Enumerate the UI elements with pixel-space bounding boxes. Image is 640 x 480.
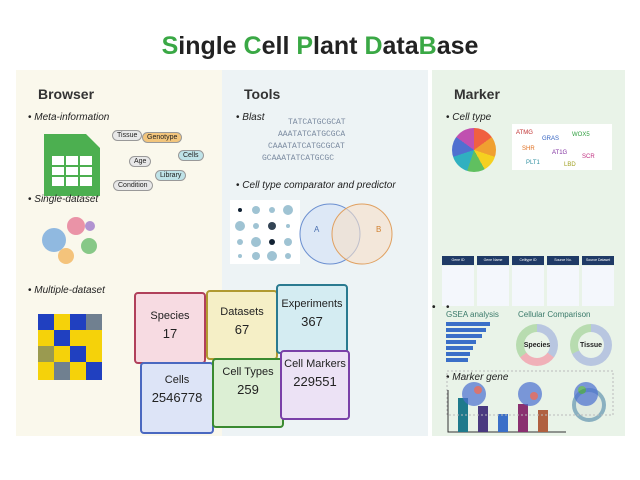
table-column [547, 266, 579, 306]
svg-text:ATMG: ATMG [516, 130, 533, 136]
table-column [442, 266, 474, 306]
sunburst-chart-icon [452, 128, 496, 172]
title-part: ase [436, 32, 479, 60]
tag-cells: Cells [178, 150, 204, 161]
sequence-alignment-icon: TATCATGCGCAT AAATATCATGCGCA CAAATATCATGCGC… [262, 118, 346, 163]
svg-text:GCAAATATCATGCGC: GCAAATATCATGCGC [262, 154, 334, 163]
donut-label: Tissue [578, 332, 604, 358]
svg-text:GRAS: GRAS [542, 136, 559, 142]
svg-text:PLT1: PLT1 [526, 160, 541, 166]
tag-library: Library [155, 170, 187, 181]
stat-experiments: Experiments 367 [276, 284, 348, 354]
stat-value: 17 [162, 326, 178, 341]
title-part: C [243, 32, 262, 60]
spreadsheet-icon [44, 134, 100, 196]
title-part: ell [261, 32, 297, 60]
title-part: D [364, 32, 383, 60]
tag-condition: Condition [113, 180, 153, 191]
table-column [477, 266, 509, 306]
tag-tissue: Tissue [112, 130, 143, 141]
table-header-celltype-id: Celltype ID [512, 256, 544, 265]
tag-genotype: Genotype [142, 132, 183, 143]
title-part: lant [313, 32, 365, 60]
stat-label: Cell Markers [284, 358, 346, 370]
umap-plot-icon [42, 217, 97, 264]
svg-text:TATCATGCGCAT: TATCATGCGCAT [288, 118, 346, 127]
title-part: S [161, 32, 179, 60]
svg-text:AT1G: AT1G [552, 150, 568, 156]
svg-text:WOX5: WOX5 [572, 132, 590, 138]
marker-umap-plots [446, 370, 614, 416]
marker-title: Marker [454, 86, 500, 102]
stat-value: 2546778 [151, 390, 203, 405]
bullet-marker-gene: Marker gene [446, 372, 508, 383]
bullet-comparator: Cell type comparator and predictor [236, 180, 395, 191]
species-donut: Species [516, 324, 558, 366]
browser-title: Browser [38, 86, 95, 102]
browser-panel: Browser Meta-information Tissue Genotype… [16, 70, 222, 436]
svg-text:SCR: SCR [582, 154, 595, 160]
stat-value: 67 [234, 322, 250, 337]
page-title: Single Cell Plant DataBase [0, 32, 640, 61]
table-column [512, 266, 544, 306]
stat-label: Datasets [220, 306, 264, 318]
table-header-source-dataset: Source Dataset [582, 256, 614, 265]
title-part: P [296, 32, 314, 60]
table-header-source-no: Source No. [547, 256, 579, 265]
stat-datasets: Datasets 67 [206, 290, 278, 360]
table-header-gene-id: Gene ID [442, 256, 474, 265]
svg-text:SHR: SHR [522, 146, 535, 152]
stat-label: Cells [164, 374, 190, 386]
bullet-single-dataset: Single-dataset [28, 194, 98, 205]
title-part: ata [382, 32, 419, 60]
table-header-gene-name: Gene Name [477, 256, 509, 265]
svg-text:AAATATCATGCGCA: AAATATCATGCGCA [278, 130, 345, 139]
stat-species: Species 17 [134, 292, 206, 364]
bullet-blast: Blast [236, 112, 264, 123]
heatmap-icon [38, 314, 102, 380]
bullet-cell-type: Cell type [446, 112, 491, 123]
stat-label: Species [150, 310, 190, 322]
stat-value: 229551 [293, 374, 337, 389]
svg-text:CAAATATCATGCGCAT: CAAATATCATGCGCAT [268, 142, 345, 151]
stat-label: Experiments [281, 298, 343, 310]
comparison-label: Cellular Comparison [518, 310, 591, 319]
stat-cell-markers: Cell Markers 229551 [280, 350, 350, 420]
title-part: B [418, 32, 437, 60]
stat-value: 259 [237, 382, 259, 397]
venn-label-b: B [376, 225, 382, 234]
gsea-bar-chart [446, 322, 490, 362]
donut-label: Species [524, 332, 550, 358]
venn-label-a: A [314, 225, 320, 234]
dotplot-icon [230, 200, 300, 264]
title-part: ingle [178, 32, 244, 60]
venn-diagram [299, 203, 393, 265]
tag-age: Age [129, 156, 152, 167]
tissue-donut: Tissue [570, 324, 612, 366]
tools-title: Tools [244, 86, 281, 102]
bullet-meta-information: Meta-information [28, 112, 109, 123]
stat-label: Cell Types [222, 366, 274, 378]
bullet-multiple-dataset: Multiple-dataset [28, 285, 105, 296]
table-column [582, 266, 614, 306]
stat-cells: Cells 2546778 [140, 362, 214, 434]
gsea-label: GSEA analysis [446, 310, 499, 319]
stat-value: 367 [301, 314, 323, 329]
svg-text:LBD: LBD [564, 162, 576, 168]
stat-cell-types: Cell Types 259 [212, 358, 284, 428]
